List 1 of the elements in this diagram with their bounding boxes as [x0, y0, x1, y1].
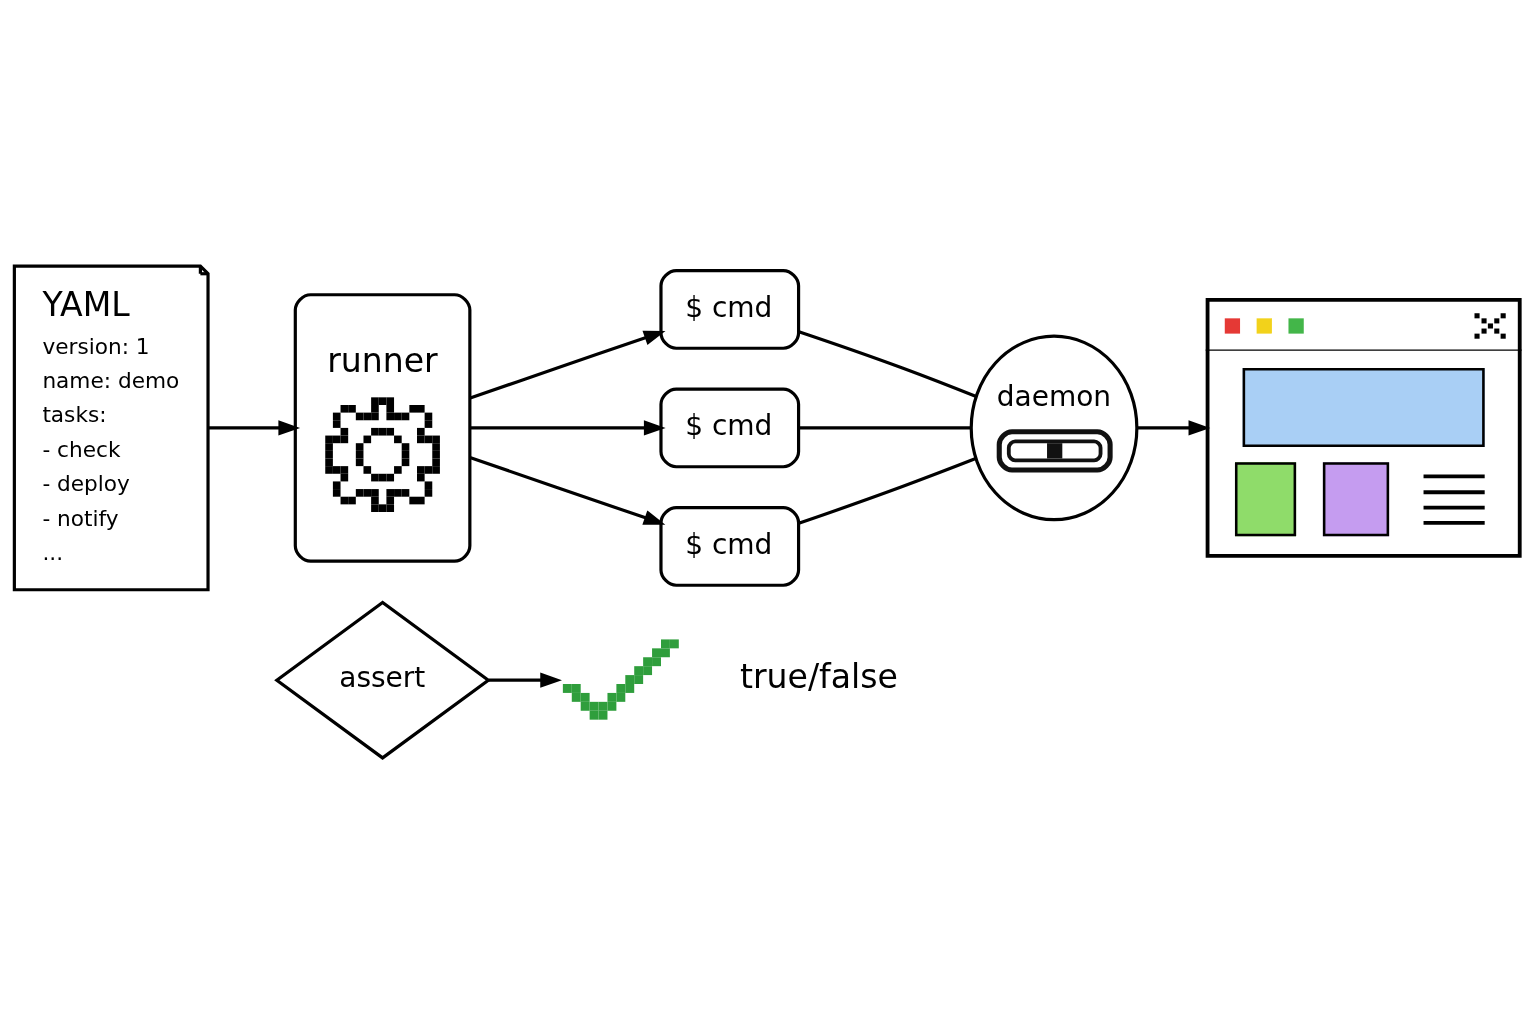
node-label: true/false	[739, 656, 898, 696]
